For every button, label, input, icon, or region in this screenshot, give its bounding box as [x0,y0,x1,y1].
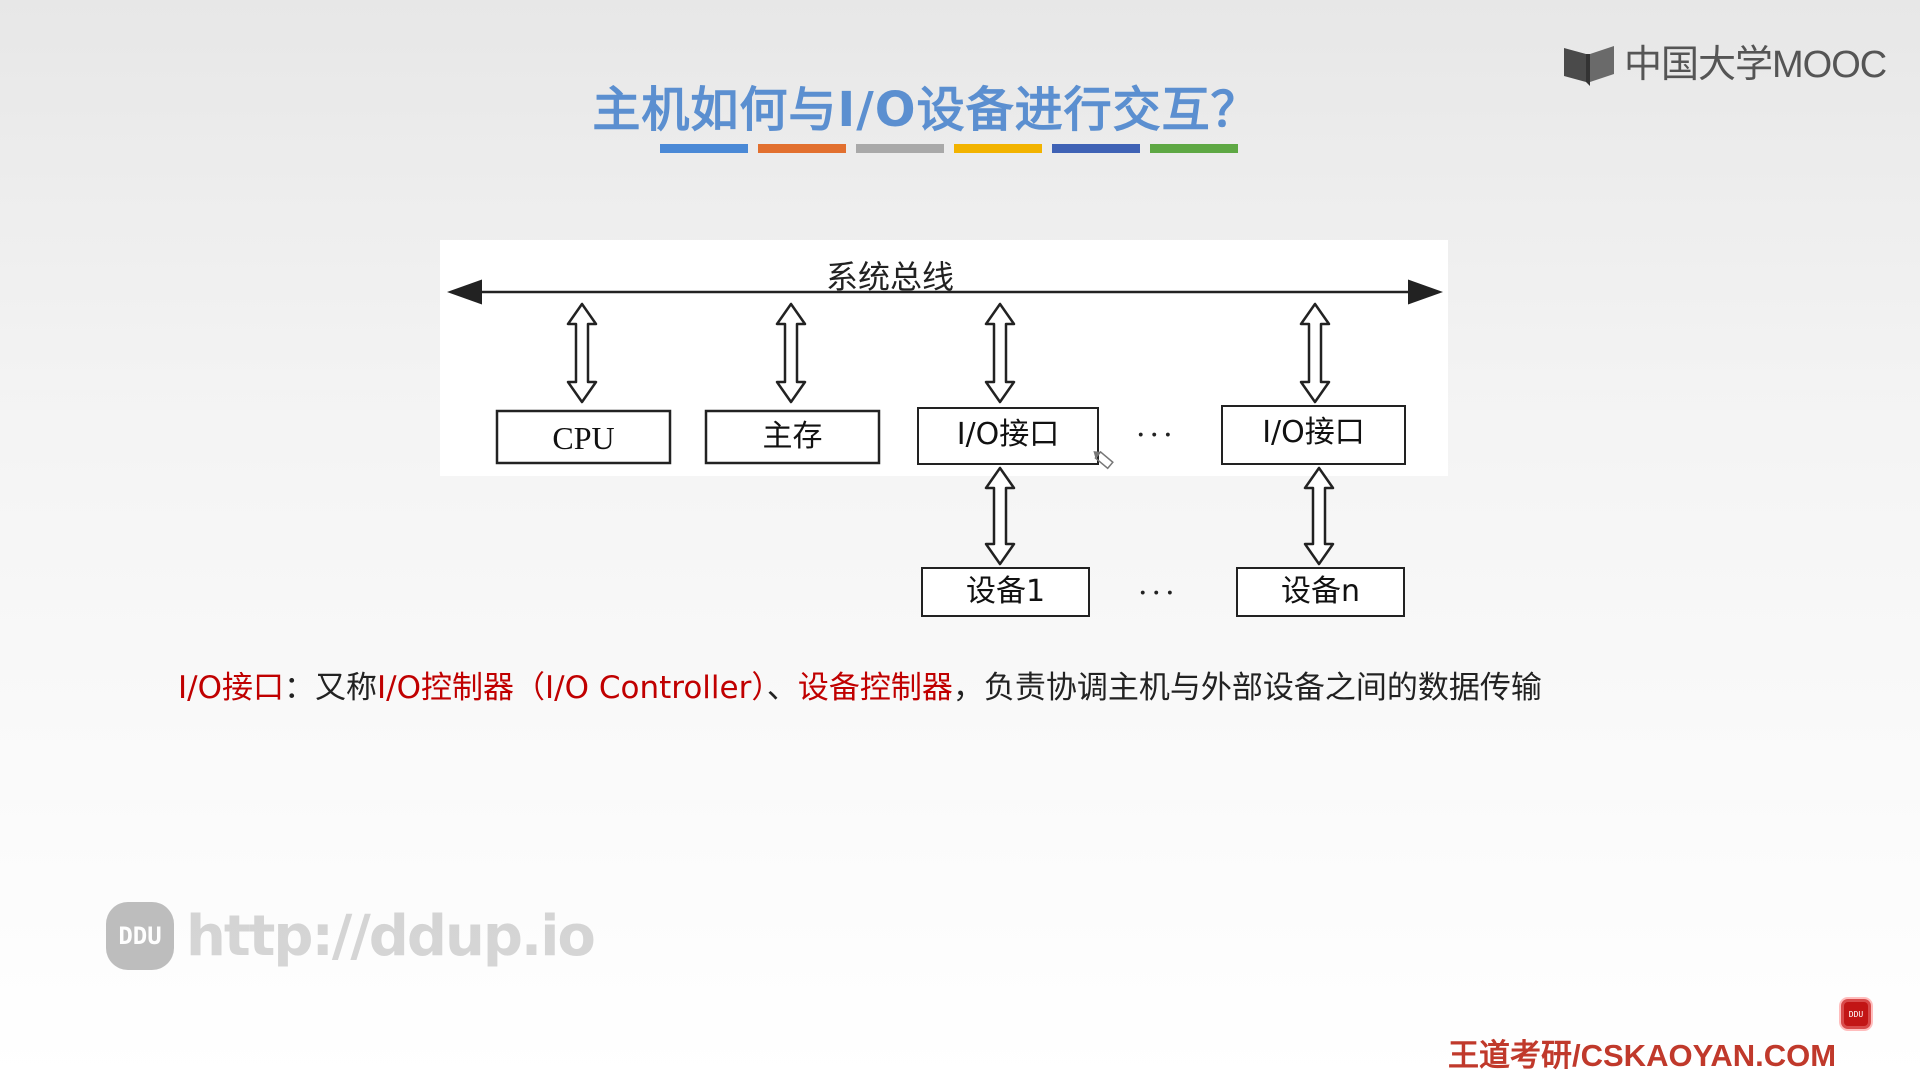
title-bar-segment-4 [954,144,1042,153]
note-colon: ： [284,670,315,706]
note-term-io-controller: I/O控制器 [377,670,514,706]
io-interface-note: I/O接口：又称I/O控制器（I/O Controller）、设备控制器，负责协… [178,662,1542,707]
io-interface-n-box [1221,405,1406,465]
footer-brand: 王道考研/CSKAOYAN.COM [1448,1038,1837,1073]
title-bar-segment-2 [758,144,846,153]
ellipsis-bottom: ··· [1138,576,1179,611]
cpu-label: CPU [552,420,615,456]
double-arrow-main-memory [775,302,807,404]
title-bar-segment-3 [856,144,944,153]
main-memory-label: 主存 [762,419,823,454]
note-term-device-controller: 设备控制器 [797,670,953,706]
device-n-box [1236,567,1405,617]
system-bus-label: 系统总线 [825,258,954,296]
title-bar-segment-6 [1150,144,1238,153]
double-arrow-device-1 [984,466,1016,566]
pencil-cursor-icon [1093,450,1114,470]
title-color-bar [660,144,1238,153]
device-n-label: 设备n [1280,574,1360,609]
io-interface-1-box [917,407,1099,465]
double-arrow-device-n [1303,466,1335,566]
double-arrow-io-interface-1 [984,302,1016,404]
title-bar-segment-5 [1052,144,1140,153]
device-1-box [921,567,1090,617]
note-term-io-interface: I/O接口 [178,670,284,706]
note-separator: 、 [766,670,798,706]
ddu-badge-icon: DDU [106,902,174,970]
ddup-watermark: DDU http://ddup.io [106,902,596,970]
note-term-io-controller-en: （I/O Controller） [514,670,767,706]
cpu-box [495,409,672,465]
ellipsis-top: ··· [1136,418,1177,453]
logo-text: 中国大学MOOC [1624,44,1887,86]
device-1-label: 设备1 [965,574,1046,609]
book-logo-icon [1562,42,1616,88]
ddu-chip-icon: DDU [1844,1002,1868,1026]
mooc-logo: 中国大学MOOC [1562,40,1887,90]
double-arrow-io-interface-n [1299,302,1331,404]
double-arrow-cpu [566,302,598,404]
io-interface-1-label: I/O接口 [956,417,1060,452]
io-interface-n-label: I/O接口 [1262,415,1365,450]
watermark-url: http://ddup.io [186,903,596,969]
note-text-description: ，负责协调主机与外部设备之间的数据传输 [952,670,1542,706]
slide-title: 主机如何与I/O设备进行交互？ [592,82,1260,138]
note-text-also-called: 又称 [315,670,377,706]
title-bar-segment-1 [660,144,748,153]
main-memory-box [704,409,881,465]
